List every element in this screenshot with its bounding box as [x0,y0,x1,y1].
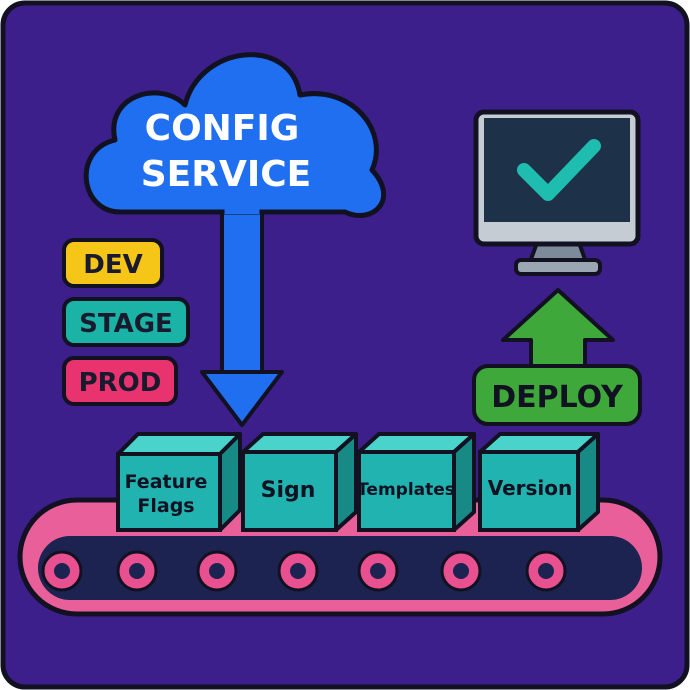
env-tag-stage: STAGE [62,297,190,347]
env-tag-dev: DEV [62,238,164,288]
env-tag-dev-label: DEV [83,250,142,280]
config-boxes: Feature Flags Sign Templates Version [116,432,600,532]
cloud-title-line1: CONFIG [145,108,300,149]
box-feature-flags-line2: Flags [137,495,194,517]
box-version-label: Version [488,476,573,500]
env-tag-stage-label: STAGE [79,309,173,339]
conveyor-rollers [41,550,567,592]
box-version: Version [478,432,600,532]
cloud-title-line2: SERVICE [141,154,312,195]
box-feature-flags: Feature Flags [116,432,242,532]
box-sign-label: Sign [261,478,316,503]
checkmark-icon [517,139,601,201]
env-tag-prod: PROD [62,356,178,406]
deploy-label: DEPLOY [491,380,624,415]
environment-tags: DEV STAGE PROD [62,238,190,406]
box-sign: Sign [241,432,358,532]
env-tag-prod-label: PROD [79,368,162,398]
config-service-cloud: CONFIG SERVICE [83,52,387,427]
box-templates: Templates [357,432,476,532]
monitor-icon [473,109,641,276]
deploy-arrow: DEPLOY [472,288,642,426]
box-feature-flags-line1: Feature [125,471,208,493]
box-templates-label: Templates [357,480,455,500]
